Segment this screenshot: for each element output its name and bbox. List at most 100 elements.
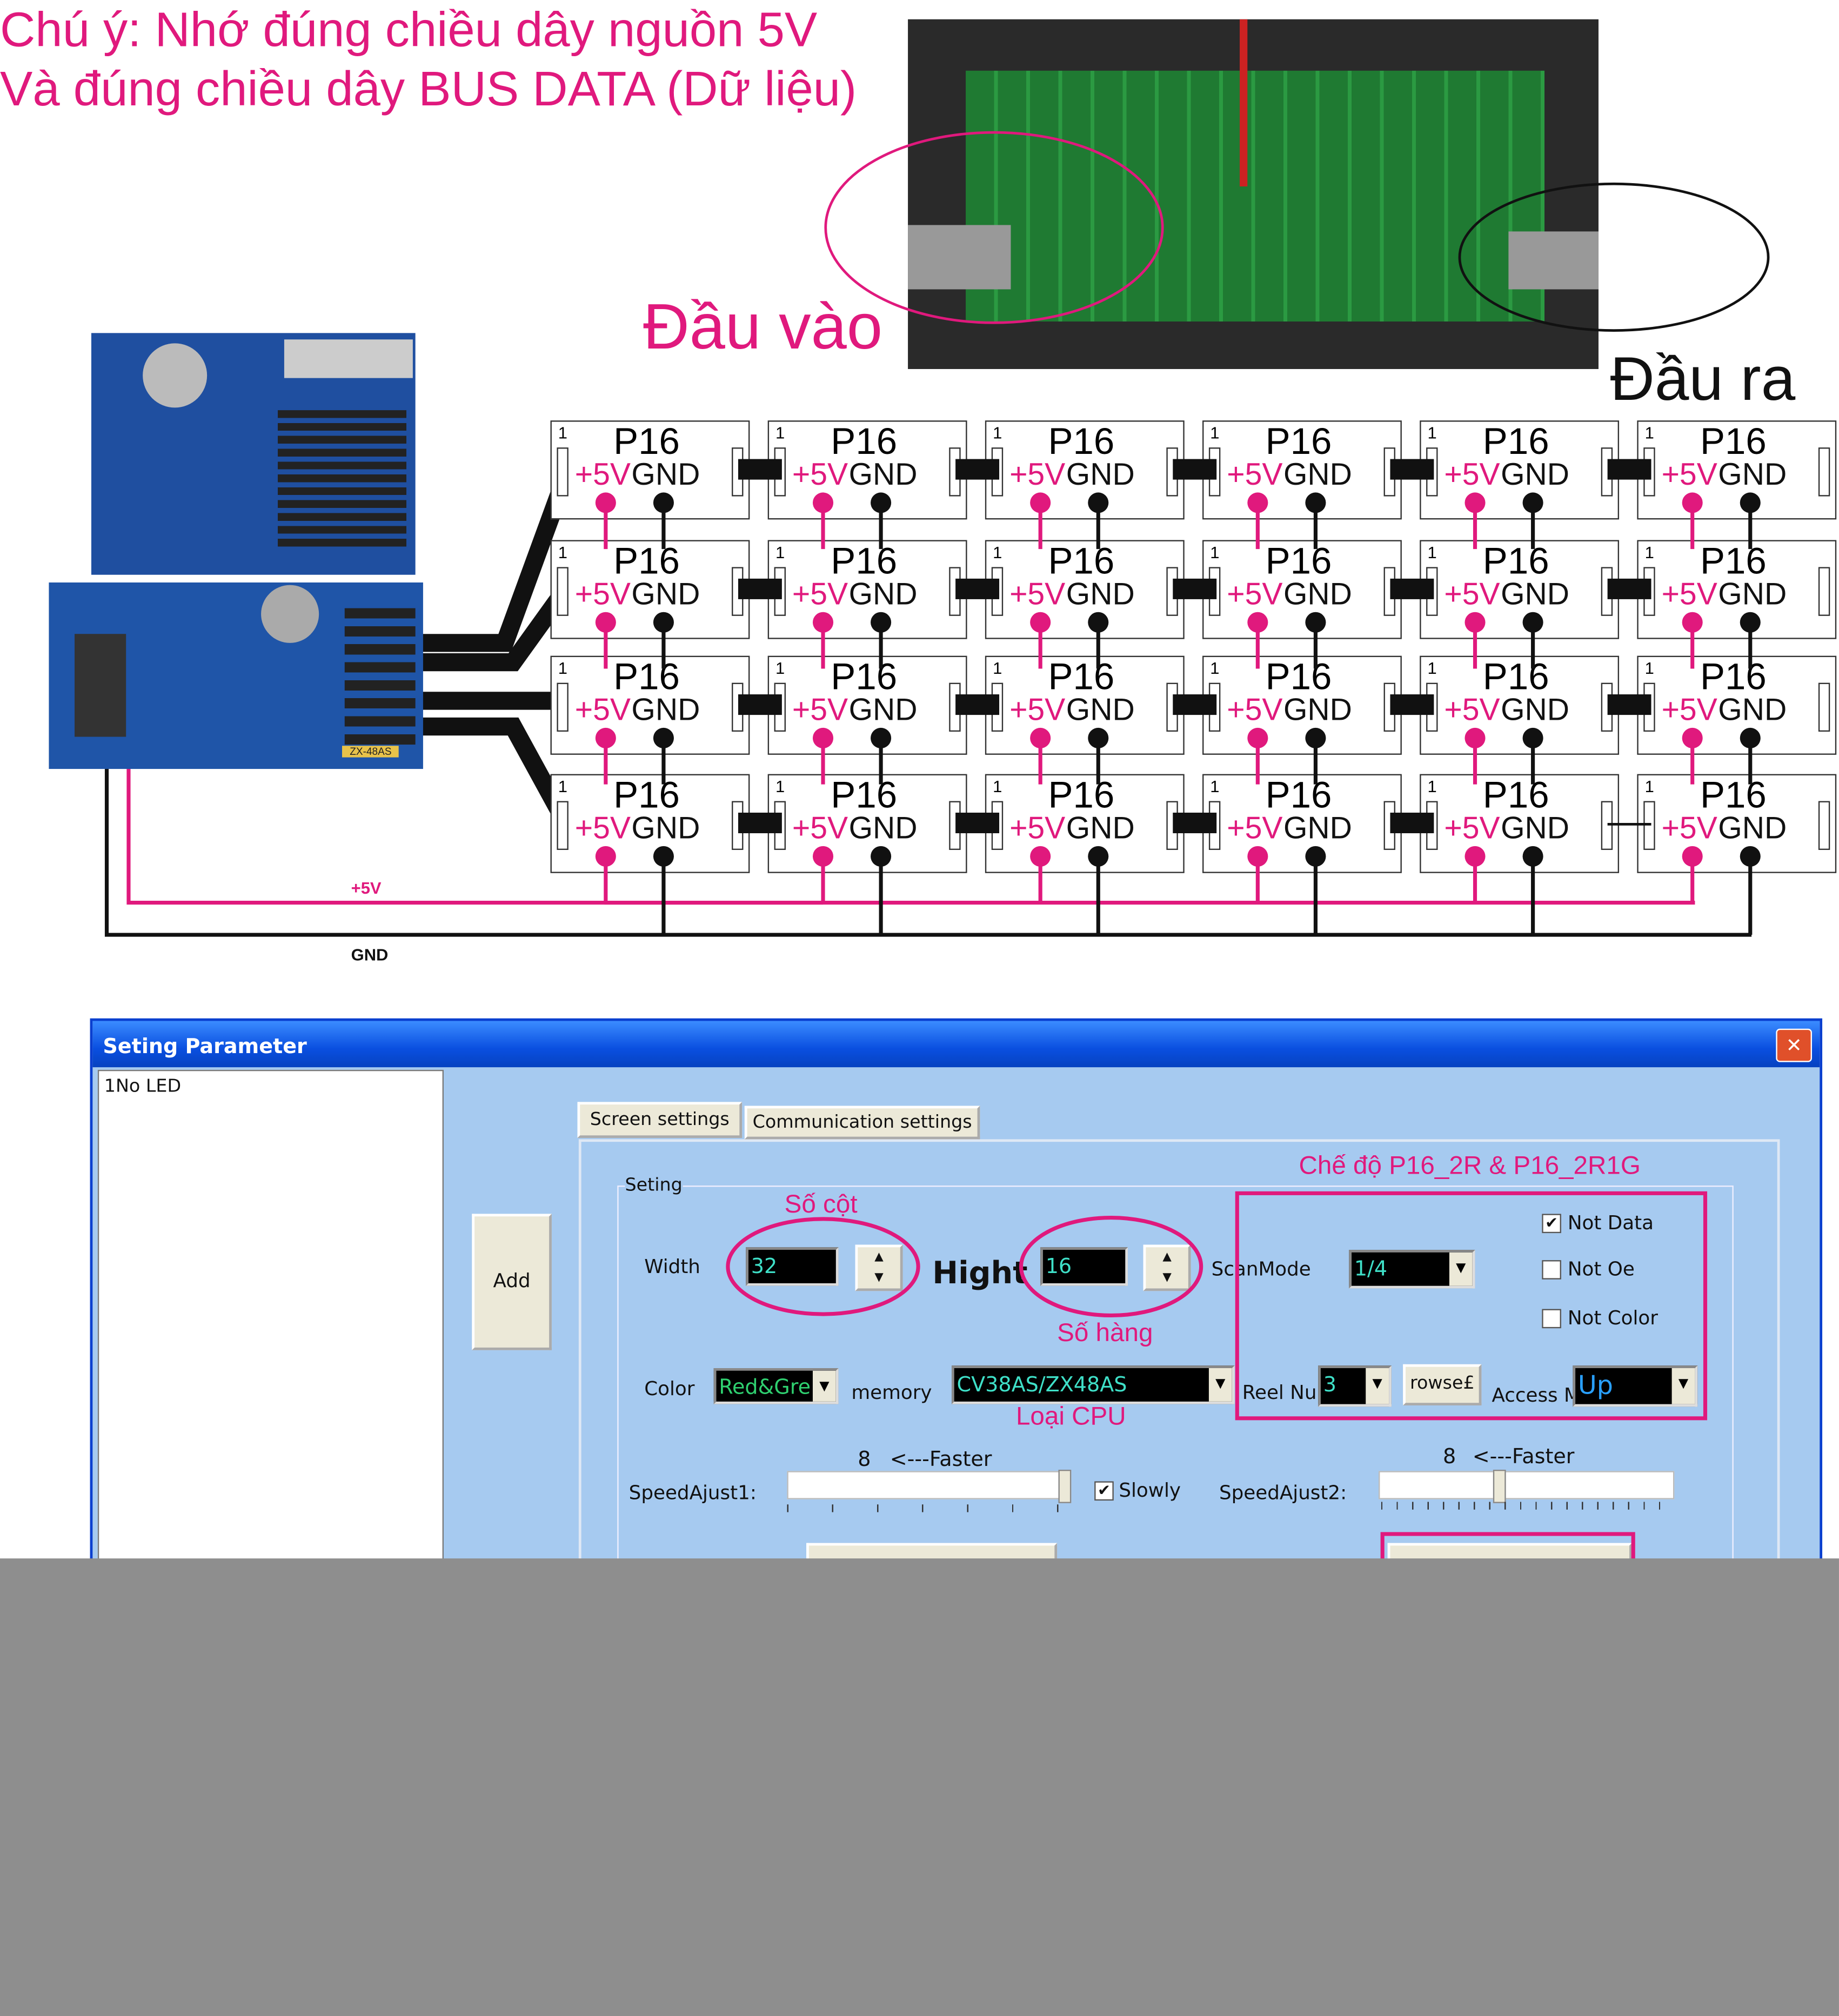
color-label: Color (644, 1377, 695, 1401)
panel-gnd-label: GND (848, 577, 918, 612)
slider-thumb[interactable] (1058, 1469, 1072, 1503)
seting-group (617, 1186, 1734, 1569)
input-connector (1208, 682, 1221, 732)
panel-gnd-label: GND (1718, 693, 1787, 728)
output-connector (1166, 801, 1178, 850)
tab-communication-settings[interactable]: Communication settings (744, 1106, 980, 1140)
panel-gnd-label: GND (631, 458, 700, 493)
seting-parameter-dialog: Seting Parameter ✕ 1No LED Add Screen se… (90, 1018, 1823, 1571)
pin-label: 1 (993, 423, 1002, 443)
output-connector (949, 801, 961, 850)
speed1-label: SpeedAjust1: (628, 1481, 757, 1505)
color-select[interactable]: Red&Gre▼ (713, 1368, 839, 1404)
input-connector (1426, 801, 1438, 850)
panel-name: P16 (613, 541, 680, 583)
input-connector (1208, 447, 1221, 497)
output-connector (949, 682, 961, 732)
v5-bus-label: +5V (351, 878, 382, 898)
pin-label: 1 (558, 423, 568, 443)
input-connector (1208, 567, 1221, 616)
panel-gnd-label: GND (848, 458, 918, 493)
speed1-slider[interactable] (787, 1469, 1072, 1503)
panel-name: P16 (1700, 657, 1767, 699)
hight-spinner[interactable]: ▲▼ (1143, 1244, 1191, 1291)
panel-gnd-label: GND (1066, 693, 1135, 728)
panel-v5-label: +5V (1444, 693, 1500, 728)
slowly-checkbox[interactable]: ✔ (1094, 1481, 1114, 1501)
input-connector (1643, 682, 1655, 732)
panel-gnd-label: GND (631, 811, 700, 846)
not-oe-checkbox[interactable] (1542, 1260, 1561, 1280)
panel-v5-label: +5V (1227, 458, 1283, 493)
hight-label: Hight (932, 1255, 1028, 1291)
input-connector (991, 682, 1004, 732)
led-list[interactable]: 1No LED (97, 1069, 444, 1569)
not-color-label: Not Color (1567, 1306, 1658, 1330)
panel-name: P16 (1048, 657, 1115, 699)
data-cable-4 (409, 717, 574, 827)
panel-v5-label: +5V (1009, 458, 1066, 493)
panel-name: P16 (1265, 775, 1332, 817)
pin-label: 1 (1644, 423, 1654, 443)
data-cable-2 (409, 584, 573, 672)
hight-input[interactable]: 16 (1040, 1247, 1128, 1286)
chevron-down-icon: ▼ (812, 1370, 836, 1402)
list-item[interactable]: 1No LED (104, 1076, 182, 1097)
not-color-checkbox[interactable] (1542, 1309, 1561, 1329)
add-button[interactable]: Add (472, 1214, 552, 1350)
memory-select[interactable]: CV38AS/ZX48AS▼ (951, 1365, 1235, 1404)
access-label: Access M (1492, 1383, 1574, 1407)
not-data-checkbox[interactable]: ✔ (1542, 1214, 1561, 1234)
speed2-slider[interactable] (1379, 1469, 1675, 1503)
output-connector (1383, 447, 1395, 497)
group-label: Seting (625, 1175, 683, 1196)
panel-gnd-label: GND (848, 811, 918, 846)
input-connector (774, 567, 786, 616)
memory-label: memory (851, 1381, 932, 1404)
panel-name: P16 (1265, 421, 1332, 463)
output-connector (1383, 801, 1395, 850)
reel-value: 3 (1323, 1372, 1336, 1397)
panel-gnd-label: GND (1066, 811, 1135, 846)
width-input[interactable]: 32 (746, 1247, 839, 1286)
input-connector (557, 801, 569, 850)
slowly-label: Slowly (1119, 1478, 1181, 1502)
panel-v5-label: +5V (792, 693, 848, 728)
panel-name: P16 (1700, 541, 1767, 583)
pin-label: 1 (775, 542, 785, 562)
browse-button[interactable]: rowse£ (1403, 1364, 1482, 1406)
panel-v5-label: +5V (1661, 693, 1717, 728)
slider-thumb[interactable] (1493, 1469, 1506, 1503)
output-connector (1601, 447, 1613, 497)
panel-name: P16 (1482, 775, 1549, 817)
width-spinner[interactable]: ▲▼ (855, 1244, 903, 1291)
panel-v5-label: +5V (1661, 458, 1717, 493)
input-connector (557, 447, 569, 497)
input-connector (1643, 447, 1655, 497)
panel-v5-label: +5V (1227, 577, 1283, 612)
panel-name: P16 (1482, 657, 1549, 699)
panel-v5-label: +5V (574, 811, 631, 846)
scanmode-select[interactable]: 1/4▼ (1349, 1250, 1475, 1289)
close-button[interactable]: ✕ (1776, 1028, 1812, 1062)
output-connector (1166, 447, 1178, 497)
panel-name: P16 (1048, 421, 1115, 463)
panel-gnd-label: GND (1718, 577, 1787, 612)
access-select[interactable]: Up▼ (1573, 1365, 1698, 1407)
tab-screen-settings[interactable]: Screen settings (577, 1102, 743, 1138)
reel-select[interactable]: 3▼ (1318, 1365, 1392, 1407)
panel-gnd-label: GND (1501, 577, 1570, 612)
output-connector (732, 447, 744, 497)
